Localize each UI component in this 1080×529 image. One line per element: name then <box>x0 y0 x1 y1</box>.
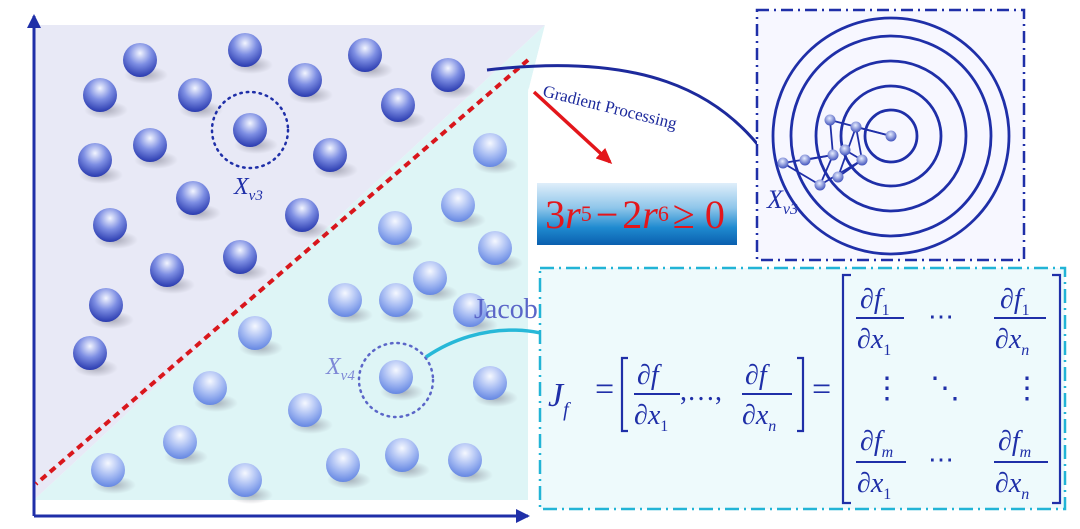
upper-nodes <box>73 33 476 377</box>
xv3-highlight-circle <box>210 90 290 170</box>
upper-node <box>93 208 127 242</box>
svg-text:∂f1: ∂f1 <box>1000 284 1030 319</box>
xv3-label: Xv3 <box>233 174 263 204</box>
lower-node <box>473 366 507 400</box>
lower-node <box>326 448 360 482</box>
descent-point <box>824 114 836 126</box>
svg-text:∂x1: ∂x1 <box>857 468 891 503</box>
lower-node <box>228 463 262 497</box>
svg-text:⋯: ⋯ <box>928 302 954 331</box>
descent-point <box>832 171 844 183</box>
descent-segment <box>782 162 821 186</box>
descent-segment <box>855 126 863 161</box>
descent-point <box>777 157 789 169</box>
red-arrow <box>532 90 613 165</box>
svg-text:∂f1: ∂f1 <box>860 284 890 319</box>
lower-region <box>34 25 545 500</box>
svg-text:,…,: ,…, <box>680 376 722 407</box>
descent-point <box>856 154 868 166</box>
upper-node <box>285 198 319 232</box>
svg-text:∂f: ∂f <box>637 360 662 391</box>
upper-node <box>89 288 123 322</box>
svg-text:∂x1: ∂x1 <box>634 400 668 435</box>
descent-segment <box>829 119 834 156</box>
svg-text:∂xn: ∂xn <box>995 468 1029 503</box>
upper-node <box>228 33 262 67</box>
svg-text:∂f: ∂f <box>745 360 770 391</box>
upper-node <box>223 240 257 274</box>
descent-point <box>885 130 897 142</box>
lower-node <box>413 261 447 295</box>
upper-node <box>83 78 117 112</box>
lower-node <box>453 293 487 327</box>
svg-text:∂xn: ∂xn <box>995 324 1029 359</box>
descent-path <box>777 114 897 191</box>
svg-text:Jf: Jf <box>548 377 571 421</box>
upper-node <box>133 128 167 162</box>
lower-node <box>378 211 412 245</box>
separator-line <box>34 58 530 486</box>
xv4-highlight-circle <box>357 341 435 419</box>
gradient-arrow <box>486 64 770 160</box>
svg-text:=: = <box>812 371 831 408</box>
lower-node <box>238 316 272 350</box>
contour-rings <box>771 16 1011 256</box>
descent-point <box>799 154 811 166</box>
descent-point <box>850 121 862 133</box>
upper-node <box>288 63 322 97</box>
svg-text:∂fm: ∂fm <box>998 426 1031 461</box>
descent-point <box>839 144 851 156</box>
lower-node <box>379 360 413 394</box>
xv3-zoom-label: Xv3 <box>766 185 798 218</box>
svg-text:⋯: ⋯ <box>928 445 954 474</box>
lower-nodes <box>91 133 523 504</box>
upper-node <box>73 336 107 370</box>
upper-node <box>313 138 347 172</box>
jacobian-formula: Jf = ∂f ∂x1 ,…, ∂f ∂xn = ∂f1 ∂x1 ⋯ ∂f1 ∂… <box>548 273 1062 505</box>
upper-node <box>233 113 267 147</box>
lower-node <box>478 231 512 265</box>
descent-point <box>814 179 826 191</box>
svg-text:⋮: ⋮ <box>872 372 902 405</box>
lower-node <box>379 283 413 317</box>
svg-text:∂xn: ∂xn <box>742 400 776 435</box>
upper-node <box>78 143 112 177</box>
svg-text:⋮: ⋮ <box>1012 372 1042 405</box>
lower-node <box>448 443 482 477</box>
lower-node <box>328 283 362 317</box>
svg-text:=: = <box>595 371 614 408</box>
xv4-label: Xv4 <box>325 354 355 384</box>
descent-point <box>827 149 839 161</box>
upper-node <box>348 38 382 72</box>
lower-node <box>288 393 322 427</box>
lower-node <box>441 188 475 222</box>
svg-text:⋱: ⋱ <box>930 372 960 405</box>
lower-node <box>91 453 125 487</box>
upper-node <box>123 43 157 77</box>
upper-node <box>381 88 415 122</box>
upper-node <box>431 58 465 92</box>
lower-node <box>193 371 227 405</box>
upper-node <box>178 78 212 112</box>
svg-text:∂x1: ∂x1 <box>857 324 891 359</box>
upper-node <box>176 181 210 215</box>
lower-node <box>385 438 419 472</box>
svg-text:∂fm: ∂fm <box>860 426 893 461</box>
lower-node <box>163 425 197 459</box>
lower-node <box>473 133 507 167</box>
gradient-label: Gradient Processing <box>541 81 679 133</box>
upper-node <box>150 253 184 287</box>
